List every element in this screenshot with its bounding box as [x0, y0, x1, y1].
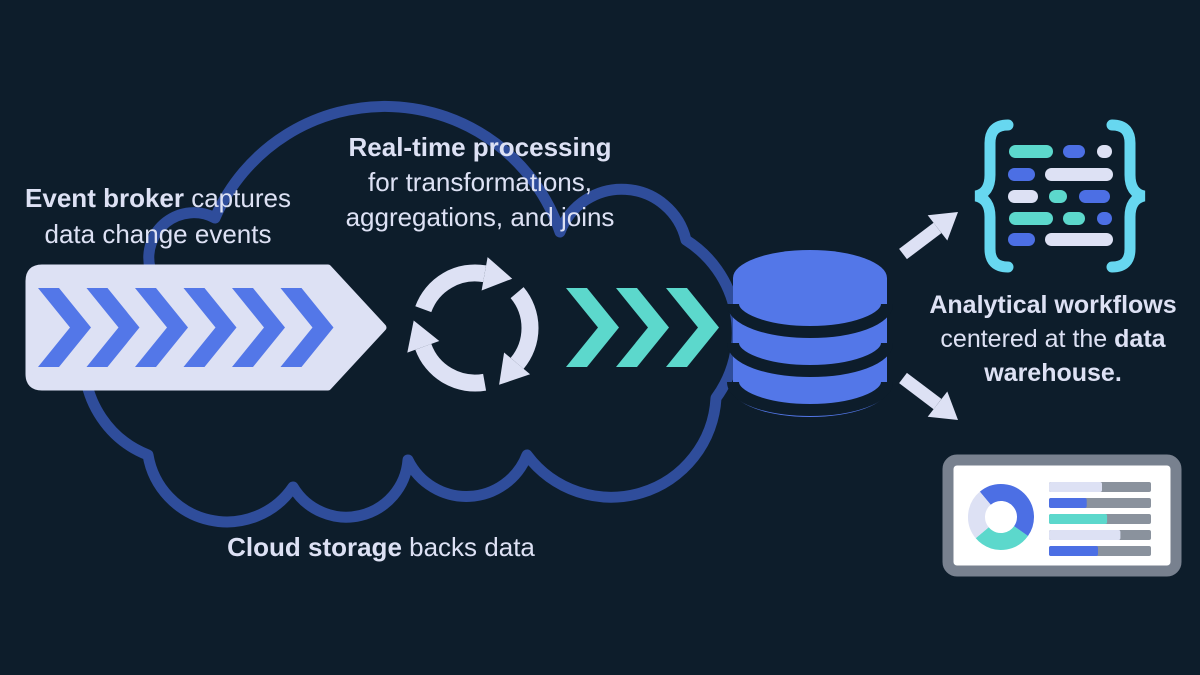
code-lines	[1008, 145, 1113, 246]
icon-shape	[566, 288, 619, 367]
cloud-storage-label: Cloud storage backs data	[227, 532, 535, 562]
cloud-storage-label-bold: Cloud storage	[227, 532, 402, 562]
icon-shape	[232, 288, 285, 367]
icon-shape	[135, 288, 188, 367]
event-broker-label-bold: Event broker	[25, 183, 184, 213]
icon-shape	[1097, 145, 1112, 158]
right-brace-icon	[1106, 119, 1146, 273]
icon-shape	[183, 288, 237, 367]
dashboard-bars-icon	[1049, 482, 1151, 556]
icon-shape	[1049, 498, 1087, 508]
icon-shape	[968, 484, 1034, 550]
icon-shape	[86, 288, 140, 367]
icon-shape	[1063, 145, 1085, 158]
event-broker-label-line2: data change events	[44, 219, 272, 249]
icon-shape	[1049, 530, 1121, 540]
analytical-workflows-label: Analytical workflows centered at the dat…	[929, 291, 1177, 387]
icon-shape	[280, 288, 334, 367]
icon-shape	[1009, 212, 1053, 225]
analytical-workflows-label-bold: Analytical workflows	[929, 291, 1177, 319]
icon-shape	[1049, 482, 1102, 492]
icon-shape	[1008, 190, 1038, 203]
database-icon	[727, 250, 893, 417]
left-brace-icon	[974, 119, 1014, 273]
icon-shape	[1009, 145, 1053, 158]
icon-shape	[1049, 514, 1108, 524]
donut-chart-icon	[968, 484, 1035, 550]
icon-shape	[1097, 212, 1112, 225]
event-broker-label: Event broker captures data change events	[25, 183, 291, 249]
stream-chevrons-icon	[566, 288, 719, 367]
arrow-up-right-icon	[899, 212, 958, 260]
icon-shape	[1063, 212, 1085, 225]
icon-shape	[1079, 190, 1110, 203]
icon-shape	[1049, 546, 1098, 556]
code-block-icon	[974, 119, 1146, 273]
arrow-down-right-icon	[899, 372, 958, 420]
icon-shape	[666, 288, 719, 367]
cloud-outline-icon	[78, 100, 743, 528]
event-stream-arrow	[25, 264, 387, 391]
icon-shape	[968, 484, 1035, 550]
event-chevrons-icon	[38, 288, 334, 367]
realtime-processing-label-bold: Real-time processing	[348, 132, 612, 162]
icon-shape	[616, 288, 669, 367]
dashboard-icon	[942, 454, 1182, 577]
icon-shape	[1008, 168, 1035, 181]
icon-shape	[38, 288, 91, 367]
icon-shape	[1008, 233, 1035, 246]
realtime-processing-label: Real-time processing for transformations…	[345, 132, 615, 232]
icon-shape	[1045, 233, 1113, 246]
icon-shape	[1049, 190, 1067, 203]
icon-shape	[1045, 168, 1113, 181]
processing-cycle-icon	[407, 257, 539, 392]
